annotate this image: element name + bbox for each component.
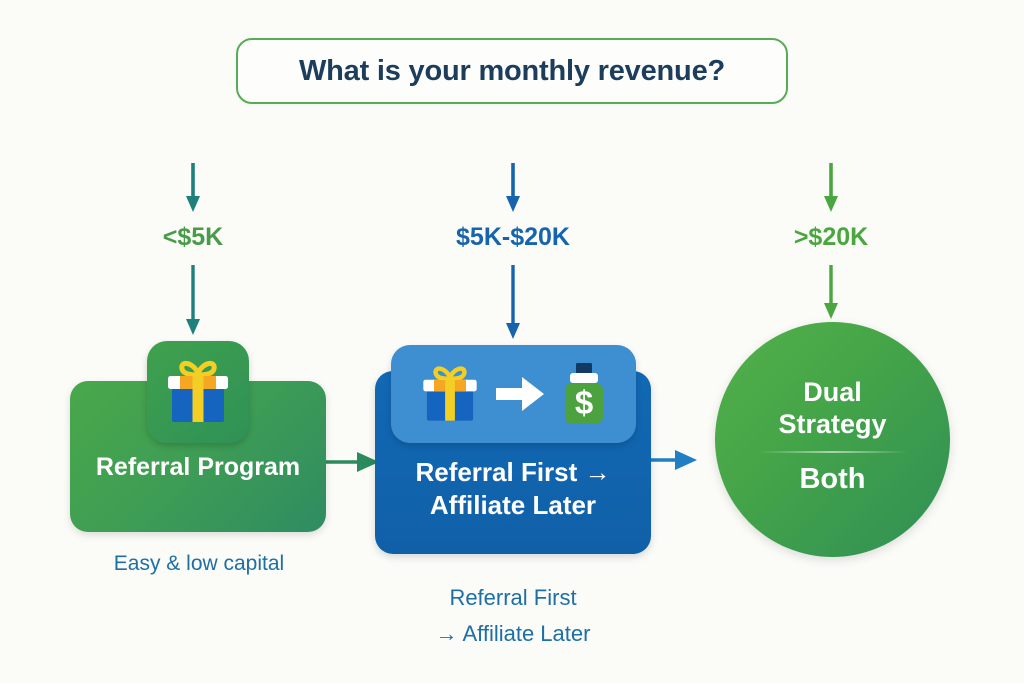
caption-referral: Easy & low capital [114, 552, 284, 576]
question-text: What is your monthly revenue? [298, 54, 726, 87]
caption-hybrid-line2: → Affiliate Later [435, 620, 591, 646]
dual-strategy-title: Dual Strategy [778, 377, 886, 440]
flow-icon-badge: $ [391, 345, 636, 443]
arrow-left-lower-head [186, 319, 200, 335]
branch-label-high: >$20K [793, 223, 869, 251]
gift-icon [168, 361, 228, 422]
card-hybrid-title: Referral First → Affiliate Later [407, 456, 618, 521]
arrow-right-upper-head [824, 196, 838, 212]
arrow-mid-lower-head [506, 323, 520, 339]
dual-strategy-title-line2: Strategy [778, 408, 887, 439]
dual-strategy-divider [757, 451, 908, 453]
svg-text:$: $ [574, 384, 592, 421]
caption-hybrid: Referral First → Affiliate Later [436, 580, 591, 651]
branch-label-low: <$5K [162, 223, 224, 251]
card-referral-title: Referral Program [95, 453, 301, 482]
arrow-mid-upper-head [506, 196, 520, 212]
branch-label-mid: $5K-$20K [456, 223, 570, 251]
caption-hybrid-line1: Referral First [449, 585, 577, 610]
money-bottle-icon: $ [564, 363, 603, 424]
arrow-right-lower-head [824, 303, 838, 319]
arrow-left-upper-head [186, 196, 200, 212]
card-hybrid-title-line1: Referral First → [415, 457, 611, 487]
card-referral-program[interactable]: Referral Program [70, 381, 326, 532]
gift-icon [422, 366, 477, 421]
dual-strategy-subtitle: Both [799, 462, 866, 495]
caption-referral-text: Easy & low capital [113, 552, 285, 575]
question-box[interactable]: What is your monthly revenue? [236, 38, 788, 104]
dual-strategy-title-line1: Dual [803, 377, 862, 408]
gift-icon-badge [147, 341, 249, 443]
circle-dual-strategy[interactable]: Dual Strategy Both [715, 322, 950, 557]
card-hybrid-title-line2: Affiliate Later [429, 489, 597, 520]
arrow-card-link-2-head [675, 450, 697, 470]
arrow-right-icon [495, 377, 544, 411]
